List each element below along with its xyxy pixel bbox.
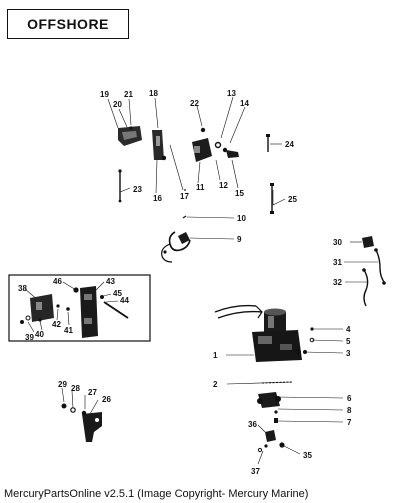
callout-6: 6 [347,394,352,403]
part-38-46-inset-parts [20,286,129,338]
callout-3: 3 [346,349,351,358]
callout-42: 42 [52,320,61,329]
diagram-title: OFFSHORE [27,16,109,32]
part-31-lead [374,248,386,285]
part-4-5-3-small-parts [303,327,315,354]
callout-32: 32 [333,278,342,287]
callout-2: 2 [213,380,218,389]
callout-35: 35 [303,451,312,460]
callout-31: 31 [333,258,342,267]
callout-40: 40 [35,330,44,339]
callout-43: 43 [106,277,115,286]
copyright-caption: MercuryPartsOnline v2.5.1 (Image Copyrig… [4,488,309,500]
callout-27: 27 [88,388,97,397]
callout-37: 37 [251,467,260,476]
part-25-stud [270,183,274,214]
callout-29: 29 [58,380,67,389]
callout-26: 26 [102,395,111,404]
callout-17: 17 [180,192,189,201]
callout-19: 19 [100,90,109,99]
part-24-screw [266,134,270,152]
part-22-ball [200,127,206,133]
part-2-gasket [261,381,293,384]
part-11-valve-block [184,127,212,191]
part-46-nut [73,287,79,293]
callout-20: 20 [113,100,122,109]
callout-10: 10 [237,214,246,223]
callout-5: 5 [346,337,351,346]
callout-23: 23 [133,185,142,194]
inset-frame [8,274,151,342]
part-16-18-pump-body [152,130,167,161]
part-6-reservoir-cover [257,392,281,408]
callout-4: 4 [346,325,351,334]
part-9-wire-harness [161,231,191,263]
part-7-8-plug [274,410,278,423]
callout-39: 39 [25,333,34,342]
callout-1: 1 [213,351,218,360]
callout-36: 36 [248,420,257,429]
callout-25: 25 [288,195,297,204]
callout-16: 16 [153,194,162,203]
callout-9: 9 [237,235,242,244]
callout-8: 8 [347,406,352,415]
callout-44: 44 [120,296,129,305]
part-23-stud [118,169,122,203]
part-12-15-fittings [214,141,239,158]
callout-12: 12 [219,181,228,190]
part-10-pin [182,215,187,219]
callout-28: 28 [71,384,80,393]
part-30-clip [362,236,374,248]
part-19-20-bracket [118,126,142,146]
callout-45: 45 [113,289,122,298]
part-32-lead [362,268,369,307]
callout-46: 46 [53,277,62,286]
callout-15: 15 [235,189,244,198]
callout-18: 18 [149,89,158,98]
part-26-29-bracket-hardware [61,403,102,442]
part-1-pump-motor-assembly [214,304,302,362]
part-35-37-fittings [257,430,285,453]
callout-13: 13 [227,89,236,98]
callout-30: 30 [333,238,342,247]
callout-7: 7 [347,418,352,427]
callout-21: 21 [124,90,133,99]
callout-41: 41 [64,326,73,335]
callout-38: 38 [18,284,27,293]
callout-11: 11 [196,183,205,192]
callout-22: 22 [190,99,199,108]
diagram-title-badge: OFFSHORE [7,9,129,39]
callout-14: 14 [240,99,249,108]
callout-24: 24 [285,140,294,149]
leader-lines [24,96,378,465]
